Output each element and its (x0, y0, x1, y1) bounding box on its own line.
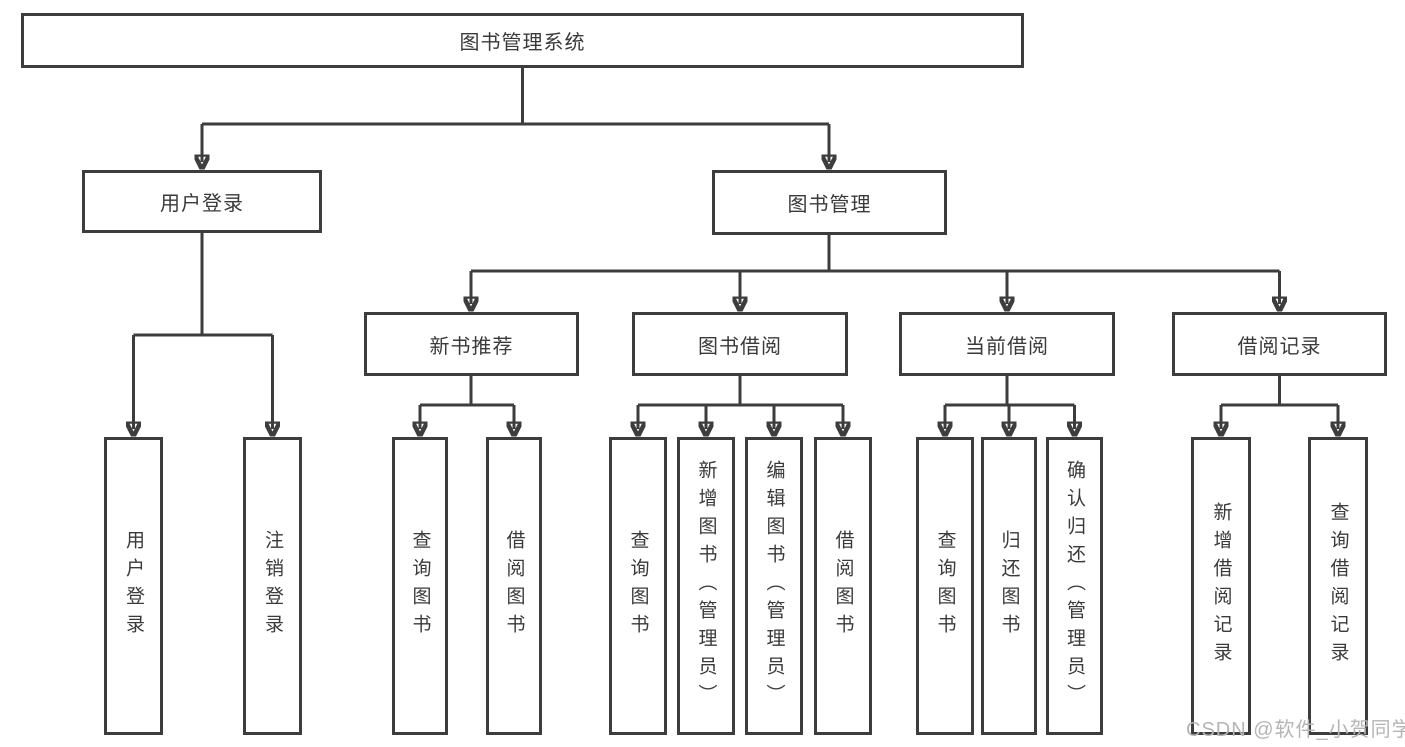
node-label: 借阅图书 (503, 530, 525, 642)
node-label: 图书借阅 (698, 335, 782, 358)
node-library-management-system: 图书管理系统 (21, 13, 1024, 68)
leaf-query-borrow-record: 查询借阅记录 (1308, 437, 1368, 735)
connector-records-trunk (1221, 376, 1338, 407)
node-label: 图书管理 (787, 194, 872, 216)
leaf-edit-book-admin: 编辑图书（管理员） (745, 437, 803, 735)
node-label: 新增图书（管理员） (695, 460, 717, 712)
node-label: 注销登录 (262, 530, 283, 642)
node-label: 查询图书 (934, 530, 956, 642)
leaf-confirm-return-admin: 确认归还（管理员） (1046, 437, 1103, 735)
node-new-book-recommendation: 新书推荐 (364, 312, 579, 376)
connector-bookmgmt-trunk (471, 235, 1280, 273)
leaf-query-books-borrowing: 查询图书 (609, 437, 667, 735)
leaf-borrow-books-borrowing: 借阅图书 (814, 437, 872, 735)
node-label: 查询图书 (627, 530, 649, 642)
leaf-add-borrow-record: 新增借阅记录 (1191, 437, 1251, 735)
connector-borrow-trunk (638, 376, 843, 407)
connector-current-trunk (945, 376, 1075, 407)
leaf-add-book-admin: 新增图书（管理员） (677, 437, 735, 735)
connector-root-trunk (202, 68, 829, 126)
node-label: 查询图书 (409, 530, 431, 642)
node-label: 借阅图书 (832, 530, 854, 642)
node-current-borrowing: 当前借阅 (899, 312, 1115, 376)
node-book-management: 图书管理 (712, 170, 947, 235)
node-label: 新书推荐 (429, 335, 514, 358)
node-label: 确认归还（管理员） (1064, 460, 1085, 712)
connector-userlogin-trunk (133, 233, 273, 337)
leaf-return-books: 归还图书 (981, 437, 1037, 735)
node-label: 用户登录 (123, 530, 144, 642)
node-book-borrowing: 图书借阅 (632, 312, 848, 376)
node-label: 归还图书 (998, 530, 1020, 642)
leaf-query-books-recommend: 查询图书 (392, 437, 448, 735)
csdn-watermark: CSDN @软件_小贺同学 (1186, 719, 1405, 741)
connector-newbook-trunk (420, 376, 514, 407)
node-borrowing-records: 借阅记录 (1172, 312, 1387, 376)
node-label: 用户登录 (160, 193, 244, 215)
leaf-query-books-current: 查询图书 (916, 437, 974, 735)
leaf-logout: 注销登录 (243, 437, 302, 735)
node-label: 当前借阅 (965, 335, 1049, 358)
leaf-user-login: 用户登录 (104, 437, 163, 735)
node-label: 图书管理系统 (459, 32, 586, 54)
node-label: 借阅记录 (1237, 335, 1322, 358)
node-user-login: 用户登录 (82, 170, 322, 233)
node-label: 新增借阅记录 (1210, 502, 1232, 670)
node-label: 查询借阅记录 (1327, 502, 1349, 670)
node-label: 编辑图书（管理员） (763, 460, 785, 712)
leaf-borrow-books-recommend: 借阅图书 (486, 437, 542, 735)
